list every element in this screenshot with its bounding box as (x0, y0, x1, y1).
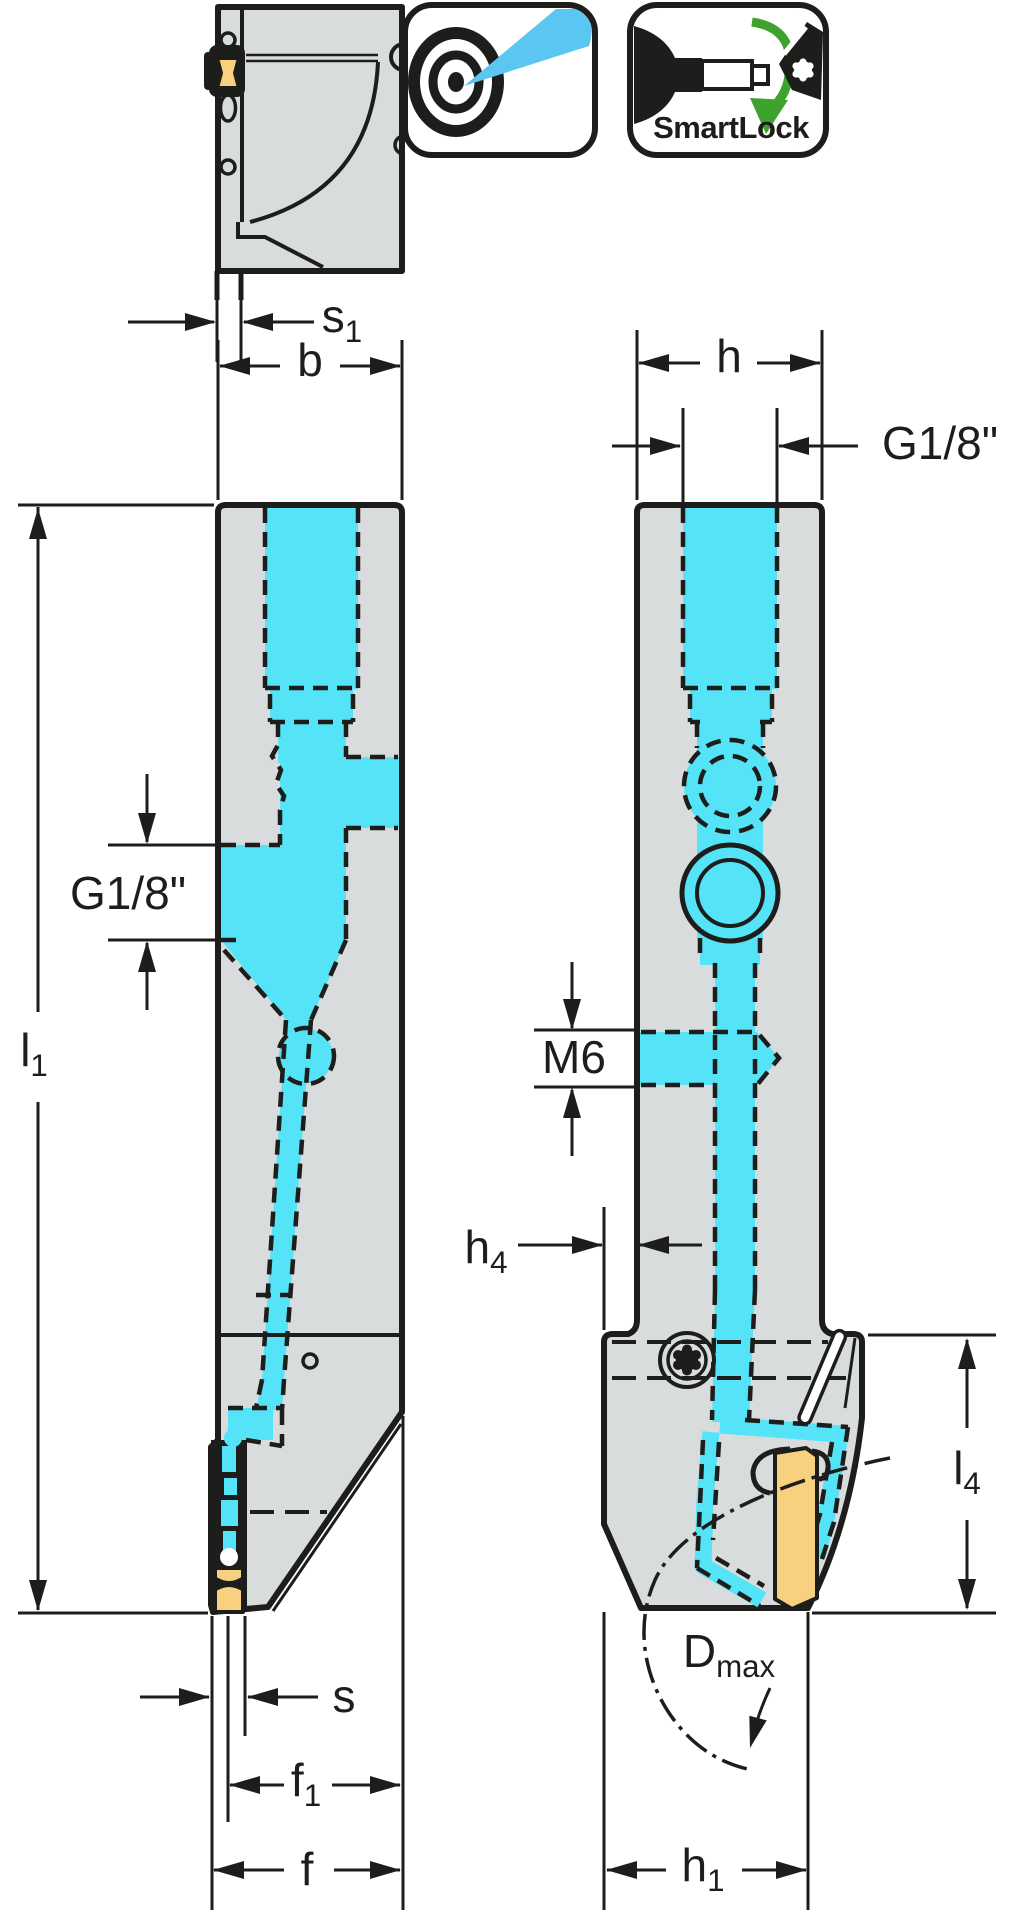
smartlock-label: SmartLock (653, 110, 809, 145)
dmax-arc (642, 1456, 891, 1772)
dim-label-m6: M6 (542, 1031, 606, 1083)
dim-label-h: h (716, 329, 742, 382)
screwdriver-shaft-icon (700, 59, 754, 91)
target-rings-icon (408, 27, 504, 137)
side-insert (773, 1446, 819, 1611)
side-hole-icon (389, 42, 400, 72)
dimension-lines (29, 313, 976, 1879)
torx-screw (658, 1331, 716, 1389)
dim-label-s: s (332, 1670, 356, 1722)
side-view (601, 502, 865, 1611)
dim-label-h1: h1 (681, 1838, 725, 1898)
side-channel-dashes (641, 508, 851, 1608)
clamp-slot (797, 1328, 848, 1426)
dim-label-f: f (300, 1843, 314, 1895)
front-channel-dashes (221, 508, 398, 1449)
front-view (208, 502, 405, 1615)
insert-top-view (215, 56, 241, 90)
coolant-jet-icon (464, 9, 592, 86)
coolant-icon (402, 2, 598, 158)
smartlock-icon-frame (627, 2, 829, 158)
dim-label-l1: l1 (20, 1023, 48, 1083)
smartlock-icon (627, 2, 829, 158)
dim-label-h4: h4 (464, 1220, 508, 1280)
front-insert (213, 1566, 245, 1614)
front-coolant-channel (221, 508, 399, 1440)
dim-label-dmax: Dmax (682, 1624, 776, 1684)
coolant-icon-frame (402, 2, 598, 158)
top-view-body (215, 4, 405, 274)
dim-label-s1: s1 (321, 289, 363, 349)
top-view (204, 4, 405, 300)
cross-hole (679, 842, 781, 944)
dim-label-f1: f1 (290, 1753, 322, 1813)
screwdriver-handle-icon (634, 26, 702, 124)
torx-star-icon (792, 58, 814, 82)
dim-label-b: b (297, 333, 323, 386)
dim-label-g18-left: G1/8" (69, 867, 187, 919)
dim-label-g18-right: G1/8" (881, 417, 999, 469)
front-blade (211, 1429, 247, 1614)
dim-label-l4: l4 (953, 1441, 981, 1501)
side-coolant-channel (640, 508, 779, 1422)
side-coolant-loop (694, 1416, 849, 1608)
extension-lines (18, 274, 996, 1910)
